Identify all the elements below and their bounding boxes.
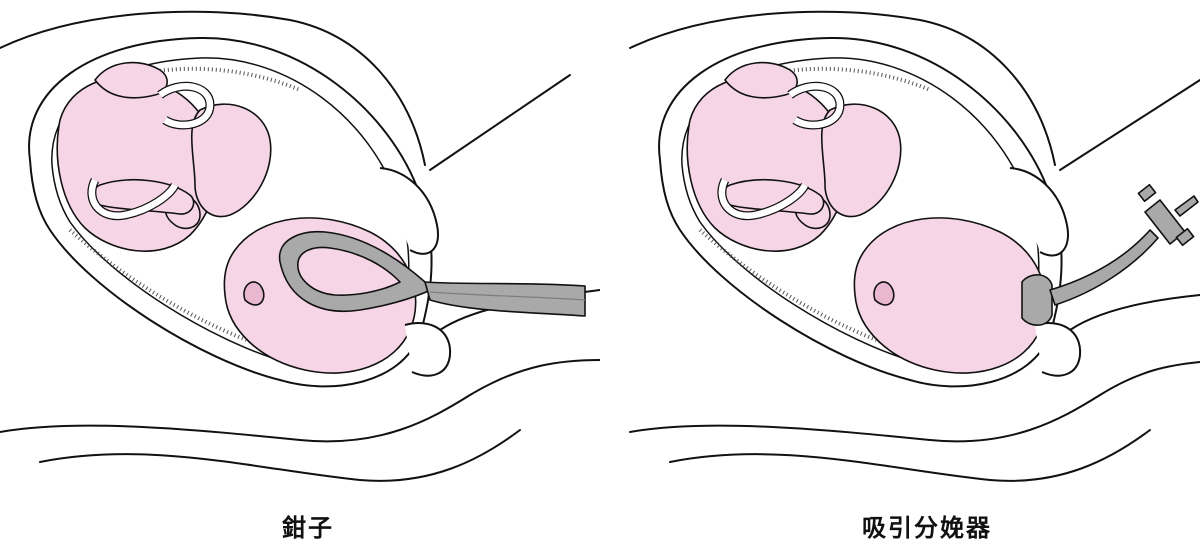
birth-canal-upper-lip <box>1009 167 1069 257</box>
birth-canal-lower-lip <box>1034 322 1082 377</box>
umbilical-cord <box>87 81 215 221</box>
umbilical-cord <box>717 81 845 221</box>
vacuum-caption: 吸引分娩器 <box>862 514 992 542</box>
birth-canal-lower-lip <box>404 322 452 377</box>
fetus-foot-upper <box>94 61 168 99</box>
forceps-instrument <box>278 230 586 317</box>
fetus-thigh <box>190 103 272 218</box>
vacuum-diagram <box>629 10 1200 482</box>
vacuum-outlet <box>1174 195 1199 217</box>
fetus-ear <box>243 281 265 306</box>
maternal-skin-fold-upper <box>629 361 1200 443</box>
fetus-head <box>853 217 1047 374</box>
forceps-caption: 鉗子 <box>282 514 334 542</box>
maternal-skin-fold-lower <box>39 429 521 482</box>
maternal-back-outline <box>0 10 426 166</box>
vacuum-cup <box>1021 274 1053 326</box>
vacuum-extractor-instrument <box>1021 183 1199 326</box>
maternal-abdomen-outline <box>1059 79 1200 171</box>
maternal-thigh-outline <box>1069 294 1200 331</box>
forceps-diagram <box>0 10 600 482</box>
maternal-abdomen-outline <box>429 74 571 171</box>
vacuum-handle-cap-top <box>1137 183 1157 203</box>
maternal-skin-fold-lower <box>669 429 1151 482</box>
vacuum-panel: 吸引分娩器 <box>600 0 1200 546</box>
vacuum-handle-cap-bottom <box>1175 227 1195 247</box>
birth-canal-upper-lip <box>379 167 440 255</box>
vacuum-tube <box>1049 229 1159 306</box>
fetus-foot-upper <box>724 61 798 99</box>
fetus-ear <box>873 281 895 306</box>
forceps-panel: 鉗子 <box>0 10 600 542</box>
maternal-skin-fold-upper <box>0 359 600 443</box>
forceps-shank <box>424 281 586 317</box>
fetus-thigh <box>820 103 902 218</box>
forceps-shank-line <box>429 291 586 301</box>
maternal-back-outline <box>629 10 1056 166</box>
